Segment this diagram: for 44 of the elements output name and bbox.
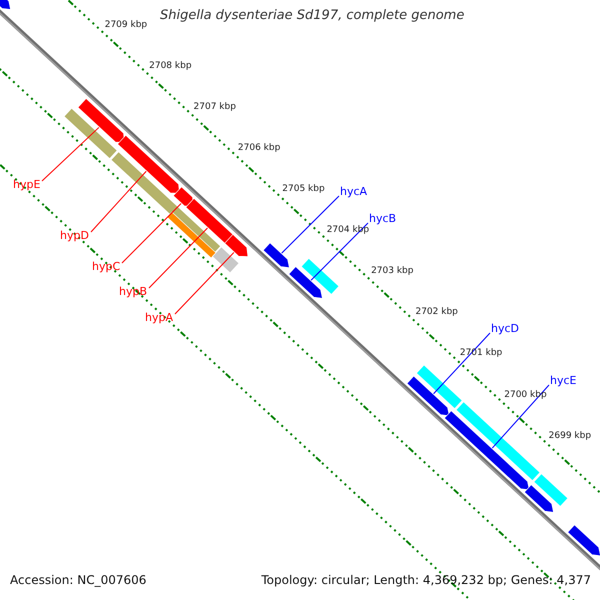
gene-bar: [212, 246, 240, 274]
leader-line: [310, 222, 368, 281]
scale-label: 2708 kbp: [149, 60, 192, 72]
leader-line: [433, 332, 490, 394]
leader-line: [492, 384, 550, 449]
gene-bar: [166, 212, 216, 258]
scale-label: 2706 kbp: [238, 142, 280, 154]
gene-bar: [300, 258, 340, 295]
accession-text: Accession: NC_007606: [10, 574, 146, 588]
gene-feature: [444, 410, 530, 490]
gene-label: hypE: [13, 179, 40, 192]
scale-label: 2699 kbp: [548, 430, 592, 441]
gene-label: hypC: [92, 261, 120, 274]
gene-label: hycA: [340, 186, 368, 199]
gene-feature: [0, 0, 11, 10]
gene-bar: [533, 473, 568, 507]
gene-label: hypD: [60, 230, 89, 243]
leader-line: [122, 203, 182, 264]
leader-line: [90, 170, 147, 232]
gene-feature: [185, 198, 234, 244]
gene-bar: [456, 401, 540, 481]
title: Shigella dysenteriae Sd197, complete genome: [160, 9, 464, 24]
scale-label: 2702 kbp: [415, 307, 458, 318]
gene-feature: [406, 376, 450, 416]
gene-label: hypA: [145, 312, 173, 325]
genome-info-text: Topology: circular; Length: 4,369,232 bp; Genes: 4,377: [261, 574, 591, 588]
scale-label: 2703 kbp: [371, 266, 414, 277]
leader-line: [281, 196, 340, 254]
gene-feature: [78, 98, 125, 143]
gene-feature: [288, 266, 323, 299]
gene-label: hycE: [550, 375, 576, 388]
gene-feature: [567, 524, 600, 556]
scale-label: 2705 kbp: [282, 184, 325, 194]
gene-feature: [224, 234, 248, 257]
gene-feature: [262, 242, 290, 268]
gene-label: hycD: [491, 323, 519, 336]
scale-label: 2709 kbp: [104, 20, 148, 30]
gene-feature: [524, 484, 554, 513]
gene-bar: [416, 364, 463, 409]
gene-label: hycB: [369, 213, 396, 226]
scale-label: 2707 kbp: [194, 102, 236, 112]
gene-feature: [117, 134, 180, 194]
leader-line: [42, 126, 100, 182]
gene-bar: [64, 108, 118, 159]
